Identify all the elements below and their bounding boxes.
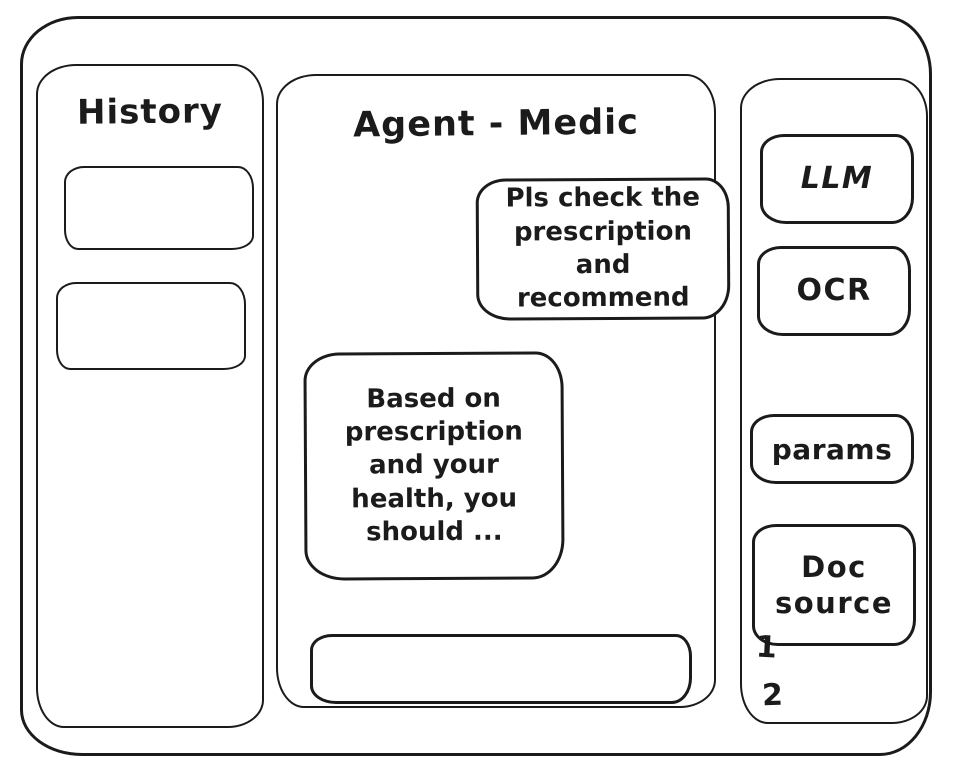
history-item[interactable]: [64, 166, 254, 250]
doc-source-item-2[interactable]: 2: [761, 677, 784, 714]
chat-title: Agent - Medic: [352, 102, 640, 146]
ocr-button[interactable]: OCR: [757, 246, 911, 336]
doc-source-item-1[interactable]: 1: [755, 629, 778, 666]
doc-source-button[interactable]: Doc source: [752, 524, 916, 646]
params-button[interactable]: params: [750, 414, 914, 484]
llm-button[interactable]: LLM: [760, 134, 914, 224]
chat-panel: Agent - Medic Pls check the prescription…: [276, 74, 731, 708]
history-title: History: [76, 91, 224, 133]
chat-input-bar[interactable]: [310, 634, 692, 704]
agent-message-bubble: Based on prescription and your health, y…: [303, 351, 565, 581]
history-panel: History: [36, 64, 264, 728]
agent-message-text: Based on prescription and your health, y…: [344, 383, 523, 548]
user-message-bubble: Pls check the prescription and recommend: [475, 177, 731, 321]
tools-panel: LLM OCR params Doc source 1 2: [740, 78, 928, 724]
history-item[interactable]: [56, 282, 246, 370]
chat-input[interactable]: [313, 637, 689, 701]
user-message-text: Pls check the prescription and recommend: [505, 182, 701, 314]
